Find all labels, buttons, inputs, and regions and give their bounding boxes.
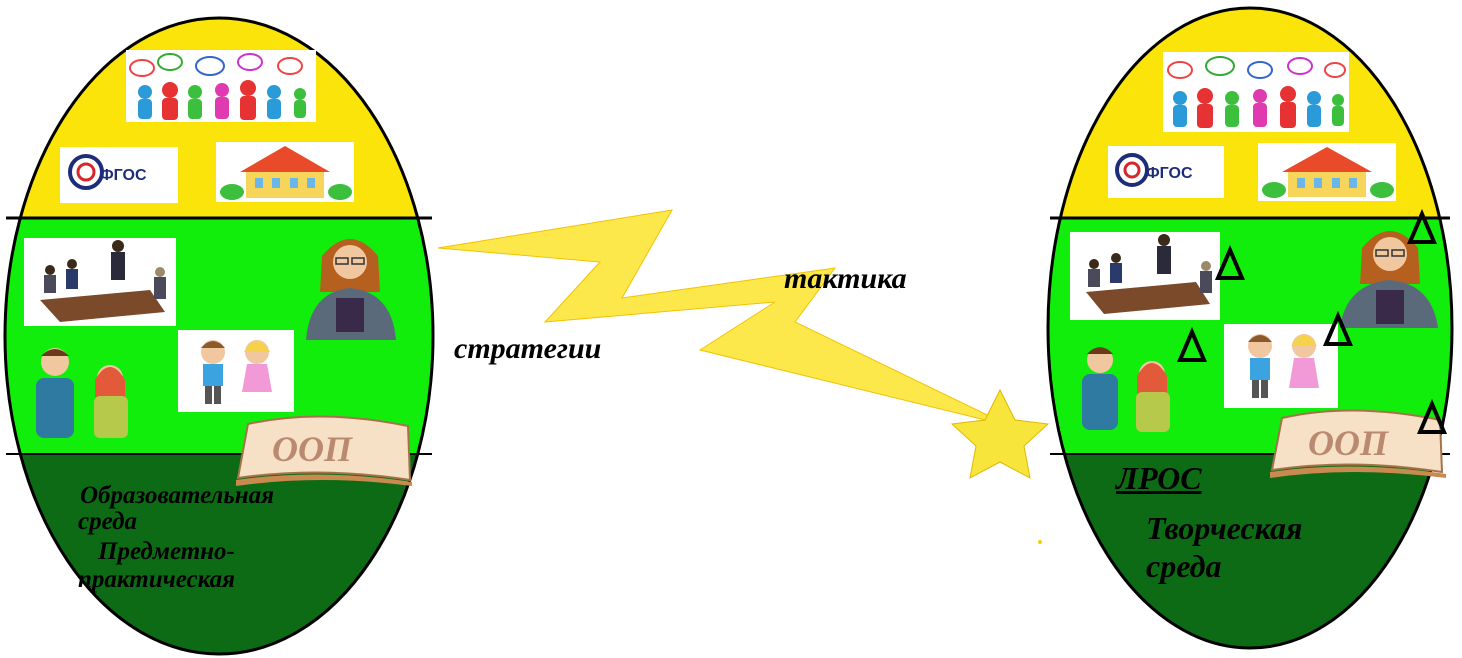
people-group-icon (126, 50, 316, 122)
star-icon (952, 390, 1048, 478)
book-label-right: ООП (1308, 422, 1388, 464)
children-icon (178, 330, 294, 412)
right-text-line1: Творческая (1146, 510, 1303, 547)
left-text-line3: Предметно- (98, 538, 235, 566)
right-underlined-label: ЛРОС (1116, 460, 1202, 497)
fgos-logo-text-left: ФГОС (100, 167, 147, 185)
left-text-line1: Образовательная (80, 482, 274, 510)
label-strategy: стратегии (454, 332, 601, 366)
fgos-logo-text-right: ФГОС (1146, 165, 1193, 183)
school-icon (216, 142, 354, 202)
right-bottom-band (1040, 454, 1460, 658)
meeting-icon-right (1070, 232, 1220, 320)
meeting-icon (24, 238, 176, 326)
book-label-left: ООП (272, 428, 352, 470)
label-tactic: тактика (784, 262, 907, 296)
school-icon-right (1258, 143, 1396, 201)
lightning-icon (438, 210, 1010, 426)
dot (1038, 540, 1042, 544)
people-group-icon-right (1163, 52, 1349, 132)
right-text-line2: среда (1146, 548, 1221, 585)
left-text-line2: среда (78, 508, 137, 536)
left-text-line4: практическая (78, 566, 235, 594)
children-icon-right (1224, 324, 1338, 408)
